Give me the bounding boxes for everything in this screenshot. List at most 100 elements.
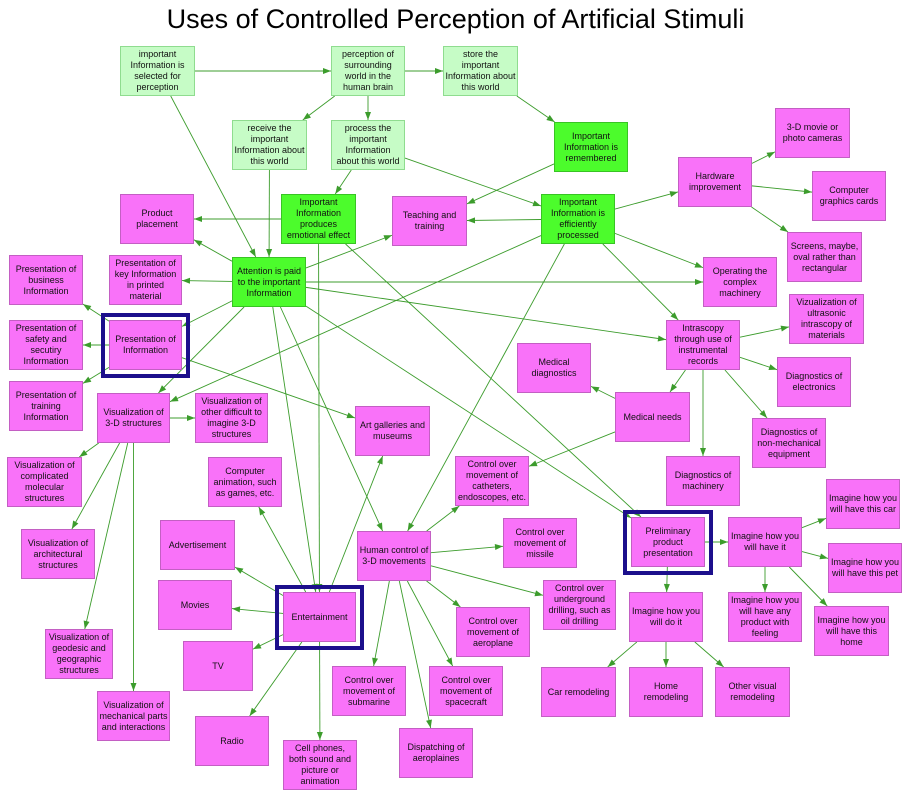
arrowhead-icon <box>762 584 768 592</box>
node-cell-phones-both-sound-and-picture-or-an[interactable]: Cell phones, both sound and picture or a… <box>283 740 357 790</box>
node-presentation-of-key-information-in-print[interactable]: Presentation of key Information in print… <box>109 255 182 305</box>
node-imagine-how-you-will-have-this-car[interactable]: Imagine how you will have this car <box>826 479 900 529</box>
arrowhead-icon <box>182 277 191 284</box>
arrowhead-icon <box>670 312 679 320</box>
node-medical-diagnostics[interactable]: Medical diagnostics <box>517 343 591 393</box>
edge-n10-n18 <box>614 232 704 269</box>
node-visualization-of-other-difficult-to-imag[interactable]: Visualization of other difficult to imag… <box>195 393 268 443</box>
arrowhead-icon <box>803 188 812 195</box>
node-teaching-and-training[interactable]: Teaching and training <box>392 196 467 246</box>
arrowhead-icon <box>819 553 828 560</box>
node-human-control-of-3-d-movements[interactable]: Human control of 3-D movements <box>357 531 431 581</box>
node-process-the-important-information-about-[interactable]: process the important Information about … <box>331 120 405 170</box>
edge-line <box>345 243 642 518</box>
node-perception-of-surrounding-world-in-the-h[interactable]: perception of surrounding world in the h… <box>331 46 405 96</box>
node-intrascopy-through-use-of-instrumental-r[interactable]: Intrascopy through use of instrumental r… <box>666 320 740 370</box>
edge-n11-n14 <box>751 206 789 233</box>
arrowhead-icon <box>670 383 678 392</box>
node-presentation-of-training-information[interactable]: Presentation of training Information <box>9 381 83 431</box>
arrowhead-icon <box>316 731 323 740</box>
node-important-information-is-selected-for-pe[interactable]: important Information is selected for pe… <box>120 46 195 96</box>
node-control-over-movement-of-catheters-endos[interactable]: Control over movement of catheters, endo… <box>455 456 529 506</box>
node-control-over-movement-of-spacecraft[interactable]: Control over movement of spacecraft <box>429 666 503 716</box>
edge-n40-n42 <box>801 551 829 560</box>
edge-line <box>430 545 504 554</box>
node-control-over-underground-drilling-such-a[interactable]: Control over underground drilling, such … <box>543 580 616 630</box>
arrowhead-icon <box>323 68 331 74</box>
node-product-placement[interactable]: Product placement <box>120 194 194 244</box>
edge-n37-n52 <box>372 580 390 667</box>
arrowhead-icon <box>335 185 343 194</box>
node-other-visual-remodeling[interactable]: Other visual remodeling <box>715 667 790 717</box>
node-medical-needs[interactable]: Medical needs <box>615 392 690 442</box>
node-presentation-of-safety-and-secutiry-info[interactable]: Presentation of safety and secutiry Info… <box>9 320 83 370</box>
node-control-over-movement-of-missile[interactable]: Control over movement of missile <box>503 518 577 568</box>
node-movies[interactable]: Movies <box>158 580 232 630</box>
node-diagnostics-of-machinery[interactable]: Diagnostics of machinery <box>666 456 740 506</box>
node-control-over-movement-of-submarine[interactable]: Control over movement of submarine <box>332 666 406 716</box>
node-important-information-is-efficiently-pro[interactable]: Important Information is efficiently pro… <box>541 194 615 244</box>
node-art-galleries-and-museums[interactable]: Art galleries and museums <box>355 406 430 456</box>
node-diagnostics-of-electronics[interactable]: Diagnostics of electronics <box>777 357 851 407</box>
node-imagine-how-you-will-have-this-pet[interactable]: Imagine how you will have this pet <box>828 543 902 593</box>
node-3-d-movie-or-photo-cameras[interactable]: 3-D movie or photo cameras <box>775 108 850 158</box>
node-visualization-of-geodesic-and-geographic[interactable]: Visualization of geodesic and geographic… <box>45 629 113 679</box>
node-screens-maybe-oval-rather-than-rectangul[interactable]: Screens, maybe, oval rather than rectang… <box>787 232 862 282</box>
node-dispatching-of-aeroplaines[interactable]: Dispatching of aeroplaines <box>399 728 473 778</box>
node-receive-the-important-information-about-[interactable]: receive the important Information about … <box>232 120 307 170</box>
highlight-frame <box>623 510 713 575</box>
arrowhead-icon <box>534 590 543 597</box>
arrowhead-icon <box>71 520 79 529</box>
node-imagine-how-you-will-do-it[interactable]: Imagine how you will do it <box>629 592 703 642</box>
node-entertainment[interactable]: Entertainment <box>283 592 356 642</box>
node-imagine-how-you-will-have-it[interactable]: Imagine how you will have it <box>728 517 802 567</box>
edge-n5-n10 <box>404 157 542 207</box>
node-attention-is-paid-to-the-important-infor[interactable]: Attention is paid to the important Infor… <box>232 257 306 307</box>
node-visualization-of-3-d-structures[interactable]: Visualization of 3-D structures <box>97 393 170 443</box>
edge-n44-n58 <box>249 641 303 717</box>
node-visualization-of-architectural-structure[interactable]: Visualization of architectural structure… <box>21 529 95 579</box>
arrowhead-icon <box>376 456 383 465</box>
edge-n10-n11 <box>614 191 679 210</box>
edge-n11-n12 <box>751 151 776 164</box>
edge-n20-n29 <box>669 369 686 393</box>
edge-line <box>373 580 390 667</box>
diagram-title: Uses of Controlled Perception of Artific… <box>166 4 745 34</box>
edge-line <box>305 234 393 269</box>
node-presentation-of-business-information[interactable]: Presentation of business Information <box>9 255 83 305</box>
node-car-remodeling[interactable]: Car remodeling <box>541 667 616 717</box>
node-home-remodeling[interactable]: Home remodeling <box>629 667 703 717</box>
node-radio[interactable]: Radio <box>195 716 269 766</box>
node-visualization-of-mechanical-parts-and-in[interactable]: Visualization of mechanical parts and in… <box>97 691 170 741</box>
arrowhead-icon <box>266 248 273 257</box>
node-presentation-of-information[interactable]: Presentation of Information <box>109 320 182 370</box>
node-important-information-produces-emotional[interactable]: Important Information produces emotional… <box>281 194 356 244</box>
edge-n7-n44 <box>316 243 323 593</box>
node-imagine-how-you-will-have-this-home[interactable]: Imagine how you will have this home <box>814 606 889 656</box>
node-operating-the-complex-machinery[interactable]: Operating the complex machinery <box>703 257 777 307</box>
arrowhead-icon <box>426 719 432 728</box>
edge-n37-n31 <box>426 505 460 532</box>
node-imagine-how-you-will-have-any-product-wi[interactable]: Imagine how you will have any product wi… <box>728 592 802 642</box>
node-diagnostics-of-non-mechanical-equipment[interactable]: Diagnostics of non-mechanical equipment <box>752 418 826 468</box>
arrowhead-icon <box>819 598 828 606</box>
node-advertisement[interactable]: Advertisement <box>160 520 235 570</box>
arrowhead-icon <box>158 385 167 393</box>
edge-n40-n48 <box>788 566 828 607</box>
edge-line <box>466 163 555 205</box>
node-computer-graphics-cards[interactable]: Computer graphics cards <box>812 171 886 221</box>
node-visualization-of-complicated-molecular-s[interactable]: Visualization of complicated molecular s… <box>7 457 82 507</box>
arrowhead-icon <box>249 707 257 716</box>
node-preliminary-product-presentation[interactable]: Preliminary product presentation <box>631 517 705 567</box>
arrowhead-icon <box>79 449 88 457</box>
edge-n2-n5 <box>365 96 371 120</box>
node-vizualization-of-ultrasonic-intrascopy-o[interactable]: Vizualization of ultrasonic intrascopy o… <box>789 294 864 344</box>
node-important-information-is-remembered[interactable]: Important Information is remembered <box>554 122 628 172</box>
node-hardware-improvement[interactable]: Hardware improvement <box>678 157 752 207</box>
node-tv[interactable]: TV <box>183 641 253 691</box>
node-control-over-movement-of-aeroplane[interactable]: Control over movement of aeroplane <box>456 607 530 657</box>
node-computer-animation-such-as-games-etc[interactable]: Computer animation, such as games, etc. <box>208 457 282 507</box>
edge-n3-n6 <box>516 95 555 123</box>
node-store-the-important-information-about-th[interactable]: store the important Information about th… <box>443 46 518 96</box>
edge-line <box>614 232 704 269</box>
